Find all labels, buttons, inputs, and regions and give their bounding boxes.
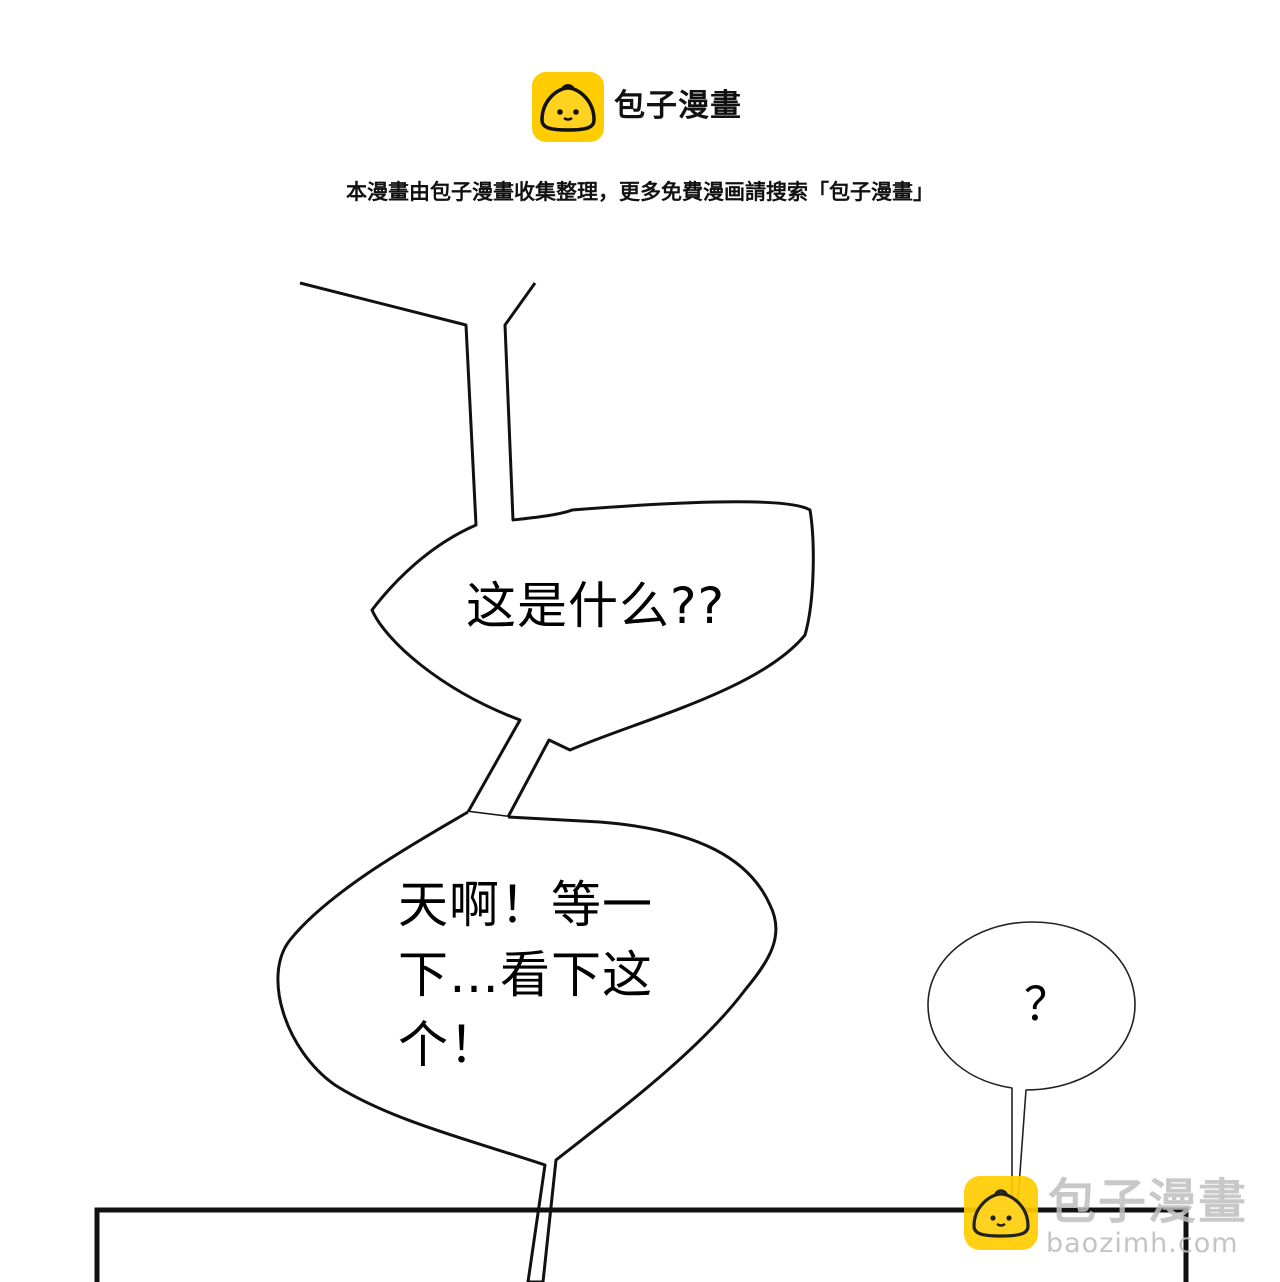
bun-mascot-icon [532,72,604,142]
watermark-bun-icon [964,1176,1038,1250]
bubble-text-3: ？ [1024,977,1070,1031]
brand-name: 包子漫畫 [614,88,742,124]
bubble-text-2: 天啊！等一 下…看下这 个！ [398,870,653,1080]
source-notice: 本漫畫由包子漫畫收集整理，更多免費漫画請搜索「包子漫畫」 [346,180,934,204]
watermark-url: baozimh.com [1046,1228,1239,1259]
speech-bubble-middle [276,810,778,1282]
speech-bubble-small [927,921,1136,1201]
speech-bubble-top [299,281,815,819]
panel-frame [94,1207,1189,1282]
bubble-text-2-line-3: 个！ [398,1016,500,1074]
watermark-name: 包子漫畫 [1048,1174,1249,1230]
bubble-text-2-line-2: 下…看下这 [398,946,653,1004]
bubble-text-1: 这是什么?? [466,577,726,635]
bubble-text-2-line-1: 天啊！等一 [398,876,653,934]
